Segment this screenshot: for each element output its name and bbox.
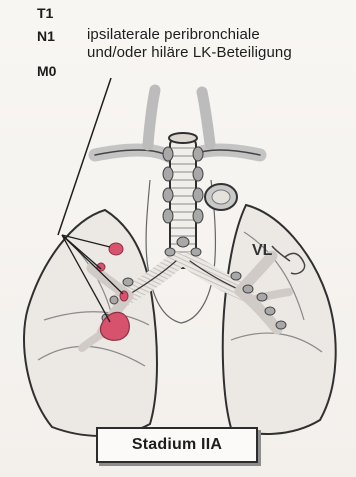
t-classification: T1 [37,5,53,21]
left-lung [223,205,336,434]
description-line-2: und/oder hiläre LK-Beteiligung [87,45,292,60]
n-classification: N1 [37,28,55,44]
aortic-arch [205,184,237,210]
stage-label: Stadium IIA [132,436,222,454]
stage-label-box: Stadium IIA [96,427,258,463]
description-line-1: ipsilaterale peribronchiale [87,27,260,42]
m-classification: M0 [37,63,56,79]
right-lung [24,210,157,436]
left-lung-label: VL [252,242,273,259]
